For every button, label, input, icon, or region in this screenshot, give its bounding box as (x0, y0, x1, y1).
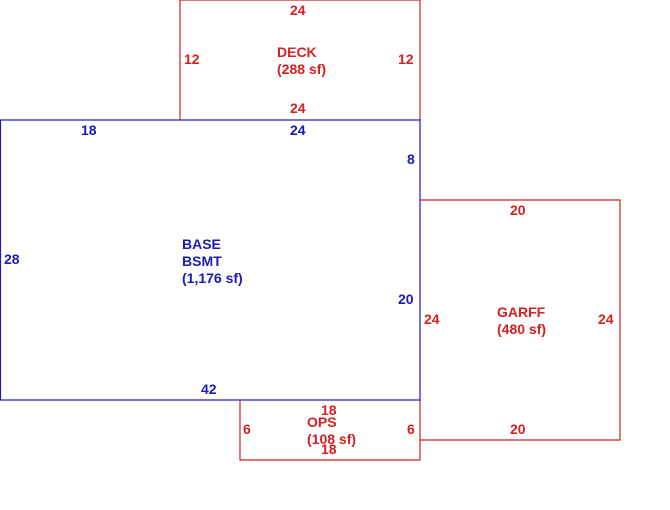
garff-dim-left: 24 (424, 311, 440, 327)
deck-area-sf: (288 sf) (277, 61, 327, 77)
ops-name: OPS (307, 414, 337, 430)
base-outline (0, 119, 421, 401)
deck-outline (179, 0, 421, 120)
base-dim-left: 28 (4, 251, 20, 267)
ops-outline (239, 400, 421, 461)
garff-dim-top: 20 (510, 202, 526, 218)
deck-dim-left: 12 (184, 51, 200, 67)
base-name-line2: BSMT (182, 253, 222, 269)
deck-dim-top: 24 (290, 2, 306, 18)
garff-name: GARFF (497, 304, 546, 320)
base-dim-top-right: 24 (290, 122, 306, 138)
garff-dim-right: 24 (598, 311, 614, 327)
base-area-sf: (1,176 sf) (182, 270, 243, 286)
ops-area-sf: (108 sf) (307, 431, 357, 447)
garff-dim-bottom: 20 (510, 421, 526, 437)
garff-area-sf: (480 sf) (497, 321, 547, 337)
ops-dim-bottom: 18 (321, 441, 337, 457)
ops-dim-right: 6 (407, 421, 415, 437)
deck-dim-right: 12 (398, 51, 414, 67)
base-dim-right-upper: 8 (407, 151, 415, 167)
base-area-label: BASE BSMT (1,176 sf) (182, 236, 243, 287)
base-dim-bottom: 42 (201, 381, 217, 397)
base-name-line1: BASE (182, 236, 221, 252)
ops-dim-left: 6 (243, 421, 251, 437)
base-dim-top-left: 18 (81, 122, 97, 138)
deck-dim-bottom: 24 (290, 100, 306, 116)
deck-name: DECK (277, 44, 317, 60)
garff-outline (420, 199, 621, 441)
deck-area-label: DECK (288 sf) (277, 44, 326, 78)
garff-area-label: GARFF (480 sf) (497, 304, 546, 338)
ops-dim-top: 18 (321, 402, 337, 418)
ops-area-label: OPS (108 sf) (307, 414, 356, 448)
base-dim-right-lower: 20 (398, 291, 414, 307)
